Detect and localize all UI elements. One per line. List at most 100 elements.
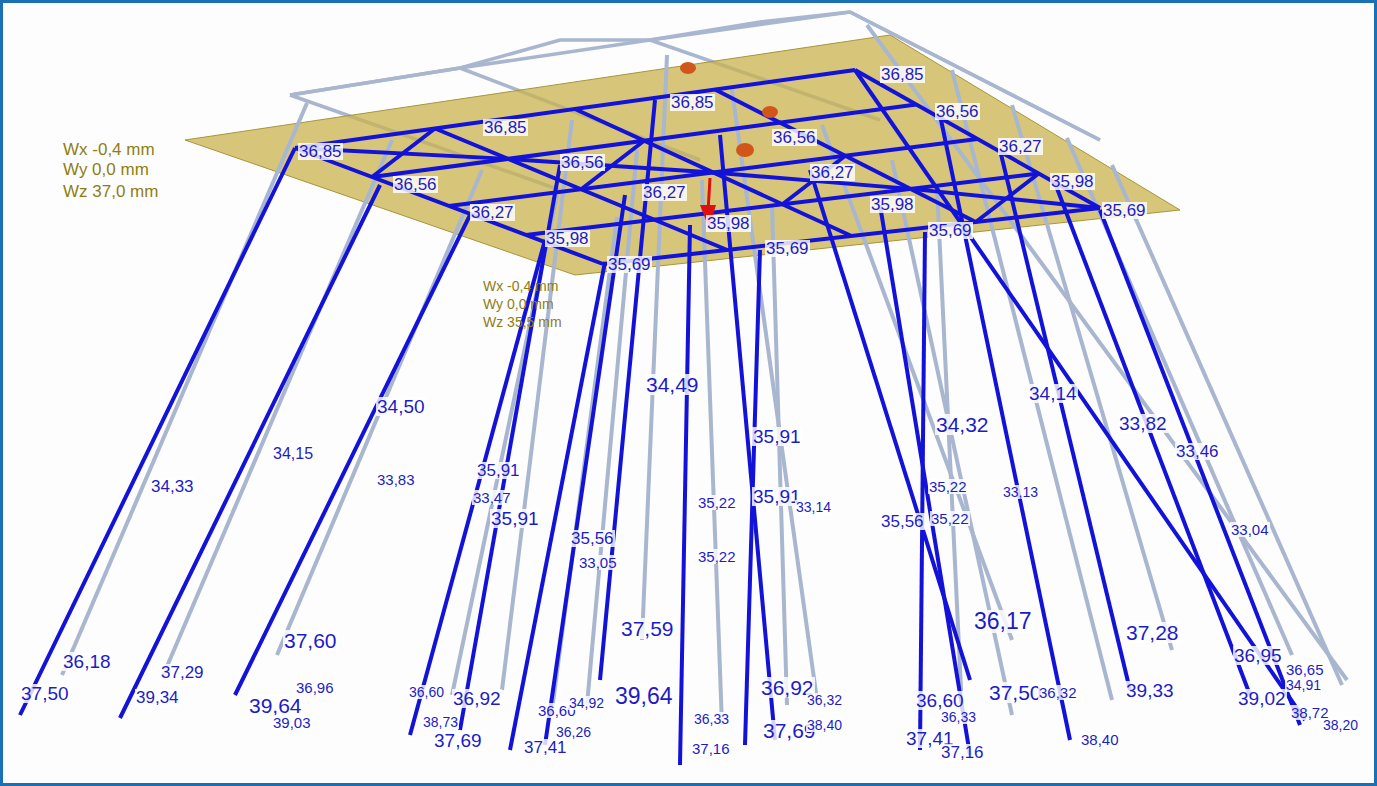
deformed-column <box>235 215 470 695</box>
displacement-value: 36,27 <box>998 138 1043 155</box>
displacement-value: 37,16 <box>691 741 731 756</box>
displacement-value: 39,03 <box>272 715 312 730</box>
displacement-value: 36,27 <box>810 164 855 181</box>
displacement-value: 36,33 <box>693 712 730 726</box>
displacement-value: 35,98 <box>1050 173 1095 190</box>
displacement-value: 36,85 <box>483 119 528 136</box>
displacement-value: 33,13 <box>1002 485 1039 499</box>
displacement-value: 35,91 <box>476 462 521 479</box>
displacement-info: Wx -0,4 mm <box>62 141 156 158</box>
displacement-value: 33,47 <box>472 490 512 505</box>
displacement-value: 34,15 <box>272 446 314 462</box>
displacement-value: 38,40 <box>1080 732 1120 747</box>
displacement-value: 37,50 <box>20 684 70 703</box>
deformed-column <box>120 185 380 718</box>
displacement-value: 38,20 <box>1322 718 1359 732</box>
displacement-value: 35,22 <box>930 511 970 526</box>
displacement-value: 36,18 <box>62 652 112 671</box>
displacement-value: 36,56 <box>560 154 605 171</box>
displacement-value: 35,91 <box>752 427 802 446</box>
displacement-value: 37,59 <box>620 618 675 639</box>
displacement-value: 35,56 <box>570 530 615 547</box>
displacement-value: 36,56 <box>772 129 817 146</box>
deformed-columns <box>20 70 1305 765</box>
displacement-value: 34,32 <box>935 414 990 435</box>
displacement-value: 35,69 <box>928 222 973 239</box>
displacement-value: 36,56 <box>935 103 980 120</box>
displacement-value: 34,49 <box>645 374 700 395</box>
deformed-grid <box>295 70 1100 264</box>
displacement-value: 37,41 <box>523 739 568 756</box>
displacement-value: 39,02 <box>1237 689 1287 708</box>
deformed-column <box>1055 183 1250 695</box>
displacement-value: 33,83 <box>376 472 416 487</box>
displacement-value: 35,69 <box>765 240 810 257</box>
displacement-value: 36,32 <box>1038 685 1078 700</box>
displacement-value: 36,56 <box>393 176 438 193</box>
deformed-column <box>20 148 295 715</box>
displacement-value: 36,96 <box>295 680 335 695</box>
displacement-value: 35,56 <box>880 513 925 530</box>
displacement-value: 33,04 <box>1230 522 1270 537</box>
displacement-value: 37,50 <box>988 682 1043 703</box>
displacement-value: 39,64 <box>614 685 674 708</box>
displacement-value: 37,28 <box>1125 622 1180 643</box>
displacement-value: 37,29 <box>160 664 205 681</box>
displacement-value: 33,05 <box>578 555 618 570</box>
displacement-value: 36,65 <box>1285 662 1325 677</box>
displacement-value: 36,27 <box>642 184 687 201</box>
undeformed-column <box>702 180 722 725</box>
displacement-value: 36,60 <box>915 691 965 710</box>
displacement-value: 36,85 <box>880 66 925 83</box>
displacement-value: 35,22 <box>697 549 737 564</box>
displacement-value: 33,14 <box>795 500 832 514</box>
displacement-info: Wz 35,5 mm <box>482 315 563 329</box>
slab-plate <box>185 35 1180 275</box>
displacement-value: 35,91 <box>490 509 540 528</box>
displacement-value: 36,85 <box>670 94 715 111</box>
displacement-info: Wy 0,0 mm <box>482 297 555 311</box>
displacement-info: Wy 0,0 mm <box>62 161 150 178</box>
displacement-value: 35,69 <box>607 256 652 273</box>
displacement-value: 37,16 <box>940 744 985 761</box>
deformed-column <box>545 195 625 745</box>
deformed-column <box>460 165 560 730</box>
displacement-value: 38,40 <box>806 718 843 732</box>
displacement-value: 36,95 <box>1233 646 1283 665</box>
deformed-column <box>680 225 690 765</box>
displacement-value: 36,17 <box>973 610 1033 633</box>
displacement-value: 35,22 <box>697 495 737 510</box>
displacement-value: 36,26 <box>555 725 592 739</box>
slab-beam <box>372 129 435 178</box>
undeformed-columns <box>62 25 1347 725</box>
displacement-value: 34,91 <box>1285 678 1322 692</box>
deformed-column <box>510 262 605 750</box>
displacement-value: 34,50 <box>376 397 426 416</box>
displacement-value: 35,69 <box>1102 202 1147 219</box>
displacement-value: 36,32 <box>806 693 843 707</box>
undeformed-column <box>952 70 1112 700</box>
displacement-value: 39,64 <box>248 695 303 716</box>
deformed-column <box>1000 150 1130 690</box>
displacement-value: 35,98 <box>870 196 915 213</box>
displacement-value: 37,60 <box>283 630 338 651</box>
undeformed-column <box>822 125 1012 640</box>
displacement-value: 39,34 <box>135 689 180 706</box>
displacement-value: 35,98 <box>545 230 590 247</box>
displacement-value: 36,27 <box>470 204 515 221</box>
displacement-value: 34,14 <box>1028 384 1078 403</box>
displacement-value: 34,92 <box>568 696 605 710</box>
displacement-value: 35,98 <box>706 215 751 232</box>
load-symbols <box>680 62 778 228</box>
displacement-value: 34,33 <box>150 478 195 495</box>
displacement-value: 36,92 <box>452 689 502 708</box>
displacement-value: 36,60 <box>408 685 445 699</box>
undeformed-column <box>162 140 392 678</box>
slab-beam <box>435 129 727 251</box>
displacement-value: 39,33 <box>1125 681 1175 700</box>
deformed-column <box>920 232 925 750</box>
displacement-info: Wz 37,0 mm <box>62 183 159 200</box>
displacement-value: 38,73 <box>422 715 459 729</box>
